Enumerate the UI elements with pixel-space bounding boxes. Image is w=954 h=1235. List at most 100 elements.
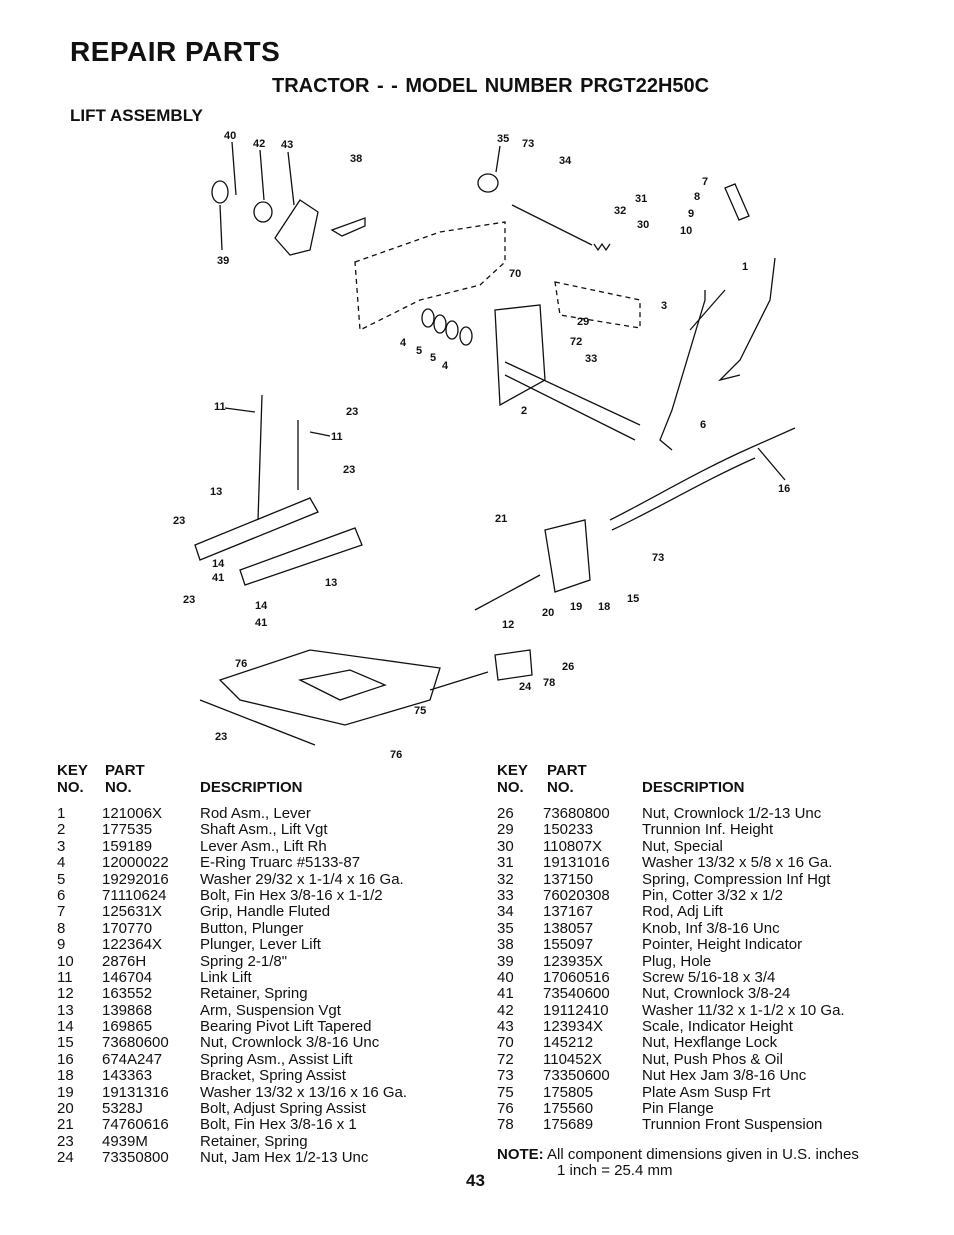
callout-24: 24 xyxy=(519,681,532,693)
part-part-no: 73680800 xyxy=(543,805,610,822)
callout-73: 73 xyxy=(652,552,664,564)
part-part-no: 137167 xyxy=(543,903,594,921)
grip-handle xyxy=(724,183,750,221)
col-key-bottom-right: NO. xyxy=(497,779,524,796)
part-part-no: 110452X xyxy=(543,1050,602,1068)
col-key-top: KEY xyxy=(57,762,88,779)
part-part-no: 110807X xyxy=(543,837,602,855)
callout-19: 19 xyxy=(570,601,582,613)
trunnion-front xyxy=(494,649,533,681)
part-description: Nut, Crownlock 3/8-16 Unc xyxy=(200,1034,380,1052)
page-title: REPAIR PARTS xyxy=(70,36,281,67)
col-description-right: DESCRIPTION xyxy=(642,779,745,796)
part-key-no: 78 xyxy=(497,1116,514,1134)
part-key-no: 34 xyxy=(497,903,514,921)
part-part-no: 19131016 xyxy=(543,854,610,872)
model-subtitle: TRACTOR - - MODEL NUMBER PRGT22H50C xyxy=(272,75,710,97)
part-part-no: 159189 xyxy=(102,837,153,855)
callout-33: 33 xyxy=(585,353,597,365)
callout-43: 43 xyxy=(281,139,293,151)
part-description: Nut, Push Phos & Oil xyxy=(642,1050,783,1068)
callout-23: 23 xyxy=(183,594,195,606)
part-description: Bracket, Spring Assist xyxy=(200,1067,346,1085)
adjust-bolt xyxy=(474,574,541,611)
part-description: Retainer, Spring xyxy=(200,1132,308,1150)
part-description: Pin Flange xyxy=(642,1100,714,1118)
callout-23: 23 xyxy=(346,406,358,418)
callout-4: 4 xyxy=(400,337,407,349)
part-part-no: 123934X xyxy=(543,1018,604,1036)
part-description: Nut, Hexflange Lock xyxy=(642,1034,778,1052)
part-description: Shaft Asm., Lift Vgt xyxy=(200,821,328,839)
part-part-no: 73680600 xyxy=(102,1034,169,1052)
part-key-no: 35 xyxy=(497,919,514,937)
frame-outline xyxy=(354,221,506,332)
col-key-top-right: KEY xyxy=(497,762,528,779)
shaft-tube xyxy=(504,361,641,426)
part-description: Nut, Special xyxy=(642,837,723,855)
part-description: Nut Hex Jam 3/8-16 Unc xyxy=(642,1067,807,1085)
part-part-no: 73350800 xyxy=(102,1149,169,1167)
part-part-no: 121006X xyxy=(102,805,163,822)
lift-shaft xyxy=(494,304,546,407)
callout-40: 40 xyxy=(224,130,236,142)
callout-11: 11 xyxy=(214,401,226,413)
callout-76: 76 xyxy=(390,749,402,760)
part-description: Washer 13/32 x 13/16 x 16 Ga. xyxy=(200,1083,408,1101)
callout-41: 41 xyxy=(255,617,267,629)
scale-indicator xyxy=(274,199,319,256)
callout-21: 21 xyxy=(495,513,507,525)
page-number: 43 xyxy=(466,1171,485,1190)
part-part-no: 19131316 xyxy=(102,1083,169,1101)
part-part-no: 19112410 xyxy=(543,1001,609,1019)
part-description: Screw 5/16-18 x 3/4 xyxy=(642,968,776,986)
part-part-no: 175805 xyxy=(543,1083,594,1101)
part-part-no: 17060516 xyxy=(543,968,610,986)
callout-5: 5 xyxy=(430,352,436,364)
part-part-no: 163552 xyxy=(102,985,153,1003)
callout-4: 4 xyxy=(442,360,449,372)
col-part-bottom-right: NO. xyxy=(547,779,574,796)
part-key-no: 14 xyxy=(57,1018,74,1036)
callout-3: 3 xyxy=(661,300,667,312)
callout-23: 23 xyxy=(173,515,185,527)
callout-5: 5 xyxy=(416,345,422,357)
col-part-top: PART xyxy=(105,762,145,779)
part-description: Grip, Handle Fluted xyxy=(200,903,331,921)
part-part-no: 2876H xyxy=(102,952,147,970)
part-description: E-Ring Truarc #5133-87 xyxy=(200,854,361,872)
part-key-no: 32 xyxy=(497,870,514,888)
part-description: Trunnion Front Suspension xyxy=(642,1116,823,1134)
callout-12: 12 xyxy=(502,619,514,631)
callout-23: 23 xyxy=(215,731,227,743)
part-key-no: 4 xyxy=(57,854,66,872)
callout-1: 1 xyxy=(742,261,748,273)
part-key-no: 21 xyxy=(57,1116,74,1134)
part-key-no: 76 xyxy=(497,1100,514,1118)
callout-2: 2 xyxy=(521,405,527,417)
